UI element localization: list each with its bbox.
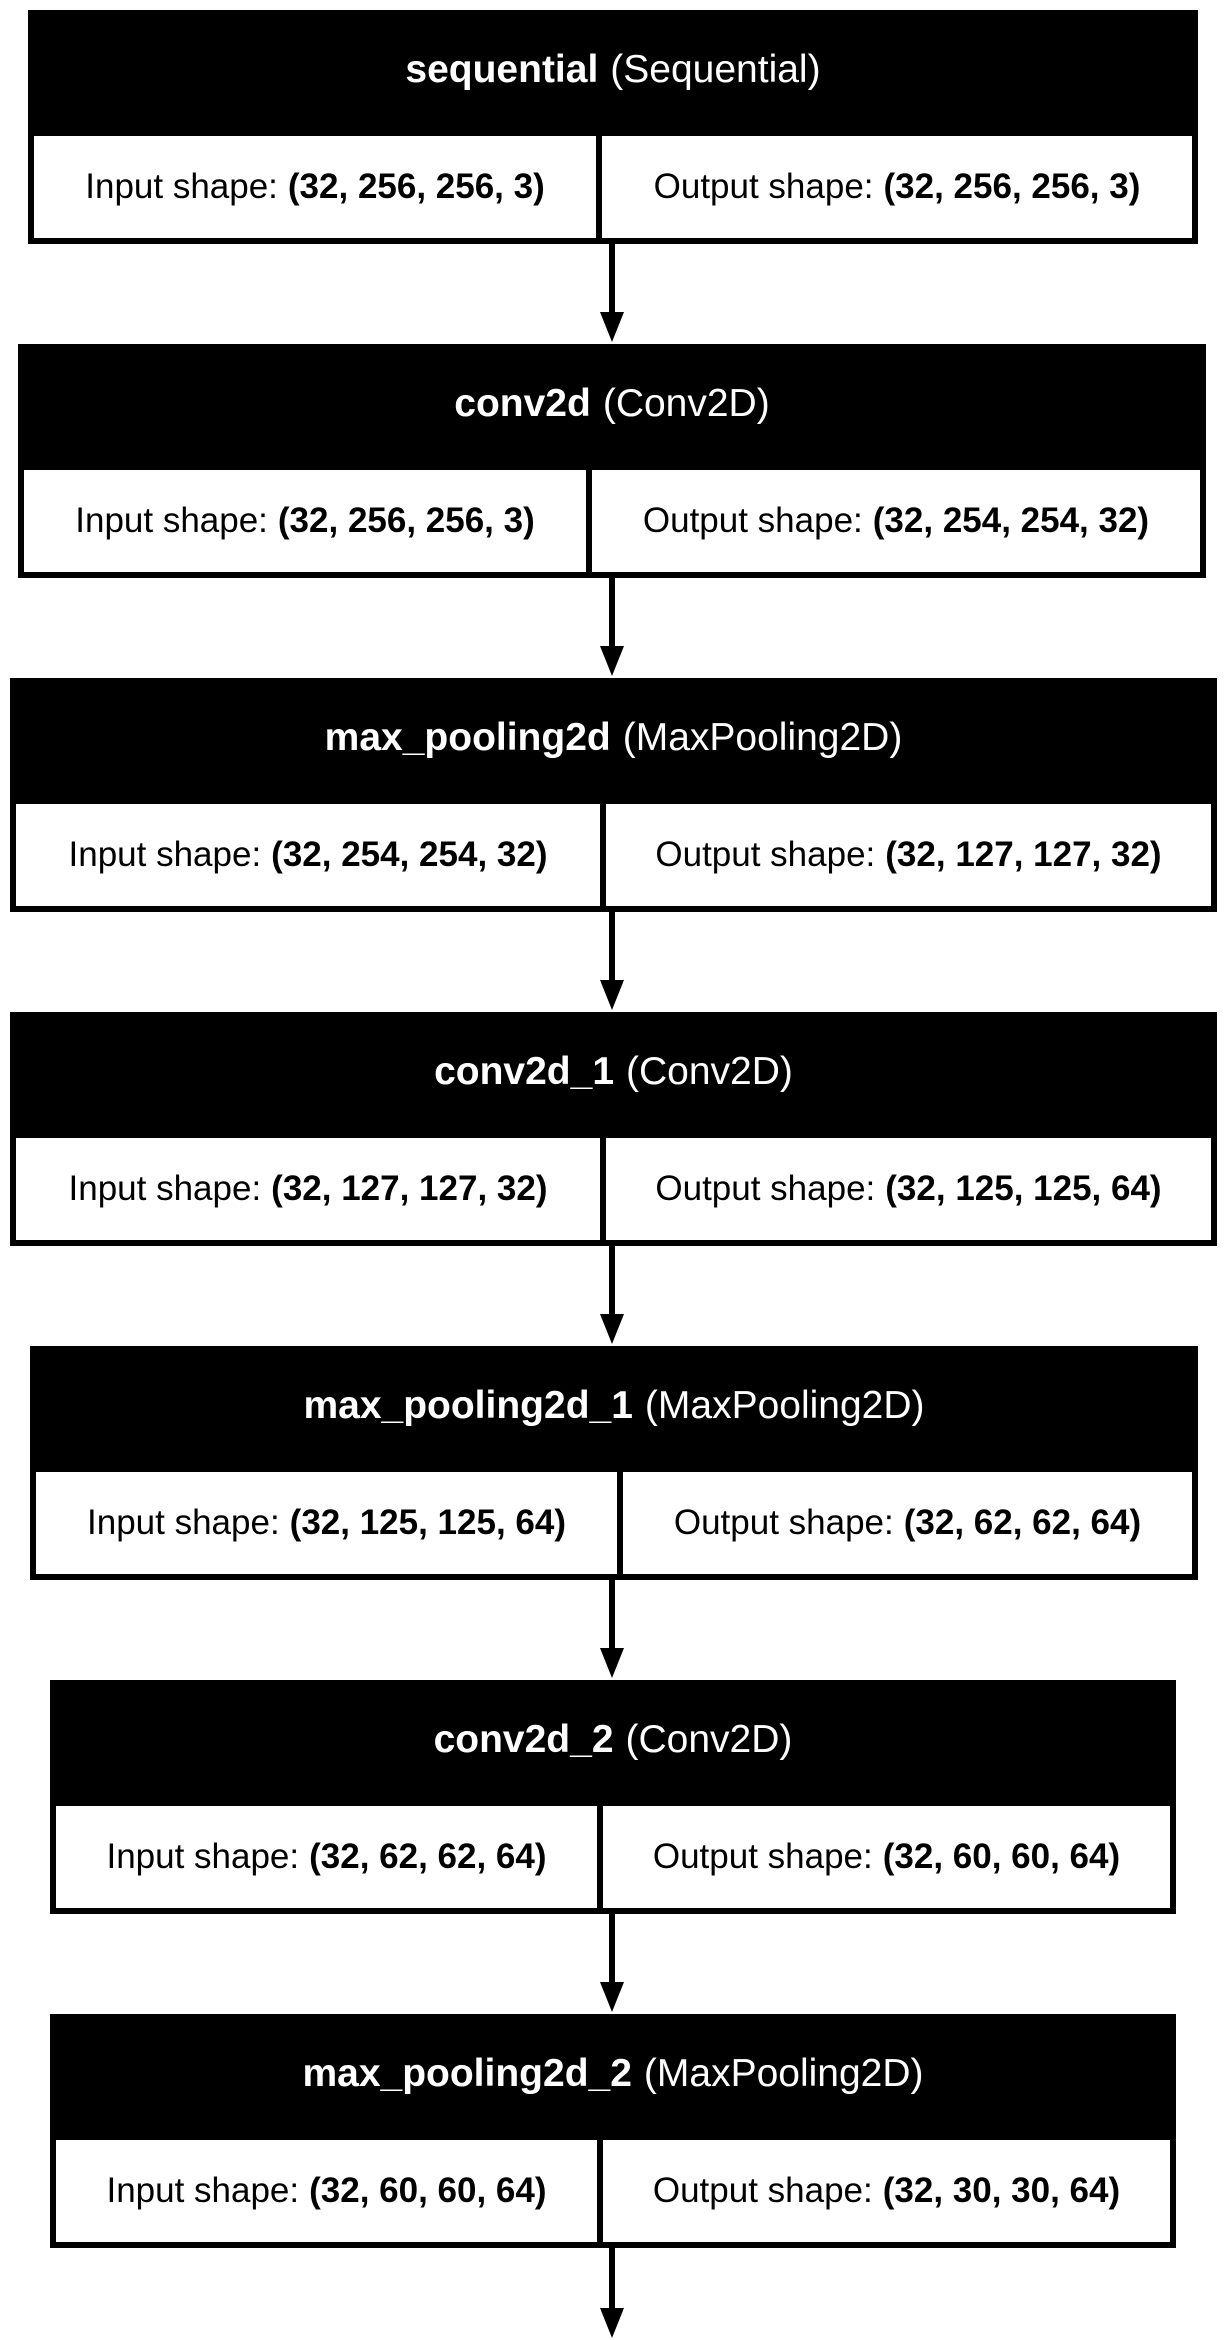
layer-node-max-pooling2d-2: max_pooling2d_2 (MaxPooling2D) Input sha… bbox=[50, 2014, 1176, 2248]
layer-node-sequential: sequential (Sequential) Input shape: (32… bbox=[28, 10, 1198, 244]
layer-name: conv2d bbox=[454, 382, 591, 425]
layer-type: (MaxPooling2D) bbox=[644, 1384, 925, 1427]
edge-arrowhead-6 bbox=[600, 2308, 624, 2338]
output-shape-label: Output shape: bbox=[655, 835, 876, 874]
input-shape-value: (32, 256, 256, 3) bbox=[287, 167, 545, 206]
layer-type: (Conv2D) bbox=[626, 1050, 793, 1093]
layer-node-conv2d: conv2d (Conv2D) Input shape: (32, 256, 2… bbox=[18, 344, 1206, 578]
layer-header: conv2d (Conv2D) bbox=[18, 344, 1206, 464]
input-shape-cell: Input shape: (32, 256, 256, 3) bbox=[24, 470, 586, 572]
output-shape-cell: Output shape: (32, 254, 254, 32) bbox=[592, 470, 1200, 572]
input-shape-cell: Input shape: (32, 127, 127, 32) bbox=[16, 1138, 600, 1240]
layer-name: max_pooling2d_1 bbox=[303, 1384, 633, 1427]
input-shape-label: Input shape: bbox=[106, 2171, 300, 2210]
input-shape-cell: Input shape: (32, 256, 256, 3) bbox=[34, 136, 596, 238]
edge-arrowhead-2 bbox=[600, 980, 624, 1010]
output-shape-cell: Output shape: (32, 125, 125, 64) bbox=[606, 1138, 1211, 1240]
layer-type: (MaxPooling2D) bbox=[643, 2052, 924, 2095]
layer-type: (Sequential) bbox=[610, 48, 821, 91]
input-shape-label: Input shape: bbox=[106, 1837, 300, 1876]
layer-node-max-pooling2d: max_pooling2d (MaxPooling2D) Input shape… bbox=[10, 678, 1217, 912]
layer-node-max-pooling2d-1: max_pooling2d_1 (MaxPooling2D) Input sha… bbox=[30, 1346, 1198, 1580]
input-shape-label: Input shape: bbox=[68, 835, 262, 874]
input-shape-value: (32, 254, 254, 32) bbox=[271, 835, 548, 874]
layer-header: sequential (Sequential) bbox=[28, 10, 1198, 130]
layer-name: max_pooling2d bbox=[324, 716, 611, 759]
output-shape-value: (32, 125, 125, 64) bbox=[885, 1169, 1162, 1208]
output-shape-label: Output shape: bbox=[655, 1169, 876, 1208]
input-shape-label: Input shape: bbox=[75, 501, 268, 540]
output-shape-cell: Output shape: (32, 62, 62, 64) bbox=[623, 1472, 1192, 1574]
input-shape-cell: Input shape: (32, 60, 60, 64) bbox=[56, 2140, 597, 2242]
layer-type: (Conv2D) bbox=[625, 1718, 793, 1761]
input-shape-cell: Input shape: (32, 125, 125, 64) bbox=[36, 1472, 617, 1574]
output-shape-cell: Output shape: (32, 256, 256, 3) bbox=[602, 136, 1192, 238]
output-shape-value: (32, 62, 62, 64) bbox=[903, 1503, 1142, 1542]
layer-header: conv2d_2 (Conv2D) bbox=[50, 1680, 1176, 1800]
output-shape-value: (32, 60, 60, 64) bbox=[882, 1837, 1121, 1876]
layer-type: (MaxPooling2D) bbox=[622, 716, 903, 759]
output-shape-value: (32, 256, 256, 3) bbox=[883, 167, 1141, 206]
input-shape-label: Input shape: bbox=[87, 1503, 280, 1542]
layer-node-conv2d-2: conv2d_2 (Conv2D) Input shape: (32, 62, … bbox=[50, 1680, 1176, 1914]
output-shape-label: Output shape: bbox=[673, 1503, 894, 1542]
input-shape-value: (32, 125, 125, 64) bbox=[289, 1503, 566, 1542]
layer-type: (Conv2D) bbox=[602, 382, 770, 425]
output-shape-value: (32, 127, 127, 32) bbox=[885, 835, 1162, 874]
edge-arrowhead-0 bbox=[600, 312, 624, 342]
layer-name: conv2d_2 bbox=[433, 1718, 614, 1761]
input-shape-label: Input shape: bbox=[85, 167, 278, 206]
output-shape-label: Output shape: bbox=[652, 2171, 873, 2210]
layer-header: max_pooling2d (MaxPooling2D) bbox=[10, 678, 1217, 798]
layer-header: max_pooling2d_2 (MaxPooling2D) bbox=[50, 2014, 1176, 2134]
layer-name: max_pooling2d_2 bbox=[302, 2052, 632, 2095]
edge-arrowhead-5 bbox=[600, 1982, 624, 2012]
input-shape-value: (32, 60, 60, 64) bbox=[309, 2171, 547, 2210]
input-shape-cell: Input shape: (32, 62, 62, 64) bbox=[56, 1806, 597, 1908]
output-shape-label: Output shape: bbox=[652, 1837, 873, 1876]
output-shape-cell: Output shape: (32, 127, 127, 32) bbox=[606, 804, 1211, 906]
input-shape-value: (32, 127, 127, 32) bbox=[271, 1169, 548, 1208]
output-shape-value: (32, 254, 254, 32) bbox=[872, 501, 1150, 540]
layer-name: sequential bbox=[405, 48, 599, 91]
output-shape-label: Output shape: bbox=[642, 501, 863, 540]
input-shape-value: (32, 256, 256, 3) bbox=[277, 501, 535, 540]
layer-header: conv2d_1 (Conv2D) bbox=[10, 1012, 1217, 1132]
layer-node-conv2d-1: conv2d_1 (Conv2D) Input shape: (32, 127,… bbox=[10, 1012, 1217, 1246]
input-shape-label: Input shape: bbox=[68, 1169, 262, 1208]
output-shape-cell: Output shape: (32, 30, 30, 64) bbox=[603, 2140, 1170, 2242]
edge-arrowhead-4 bbox=[600, 1648, 624, 1678]
edge-arrowhead-3 bbox=[600, 1314, 624, 1344]
input-shape-value: (32, 62, 62, 64) bbox=[309, 1837, 547, 1876]
output-shape-cell: Output shape: (32, 60, 60, 64) bbox=[603, 1806, 1170, 1908]
output-shape-label: Output shape: bbox=[653, 167, 874, 206]
layer-header: max_pooling2d_1 (MaxPooling2D) bbox=[30, 1346, 1198, 1466]
layer-name: conv2d_1 bbox=[434, 1050, 615, 1093]
output-shape-value: (32, 30, 30, 64) bbox=[882, 2171, 1121, 2210]
input-shape-cell: Input shape: (32, 254, 254, 32) bbox=[16, 804, 600, 906]
edge-arrowhead-1 bbox=[600, 646, 624, 676]
